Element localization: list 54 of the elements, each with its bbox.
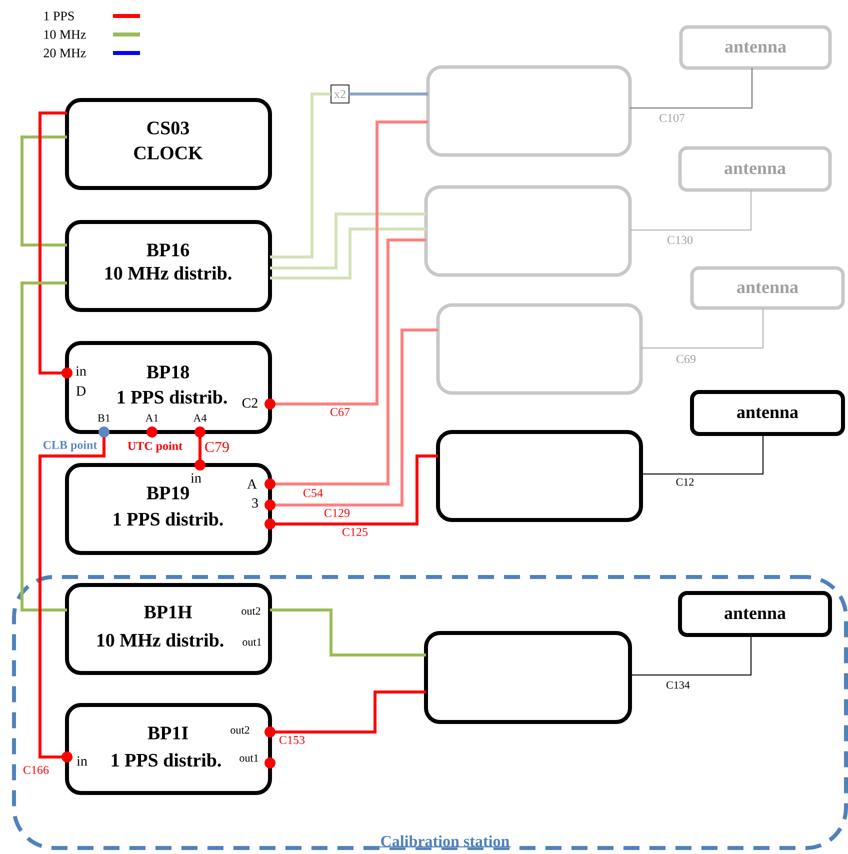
edge-label: C130 bbox=[667, 236, 693, 244]
cable bbox=[270, 212, 426, 270]
device-box: CS03 CLOCK bbox=[65, 98, 272, 190]
edge-label: C69 bbox=[676, 354, 696, 364]
legend-label: 10 MHz bbox=[44, 30, 86, 39]
point-label: CLB point bbox=[43, 440, 98, 452]
cable bbox=[640, 308, 764, 348]
edge-label: C67 bbox=[330, 408, 350, 416]
device-box bbox=[426, 65, 632, 157]
legend-label: 20 MHz bbox=[44, 48, 86, 58]
device-box bbox=[436, 303, 643, 395]
edge-label: C134 bbox=[666, 681, 690, 689]
antenna-box: antenna bbox=[690, 266, 845, 310]
device-box: in BP18 D 1 PPS distrib. C2 B1 A1 A4 bbox=[65, 341, 272, 434]
cable bbox=[264, 690, 426, 738]
device-box bbox=[436, 430, 643, 522]
device-box: BP1I out2 in 1 PPS distrib. out1 bbox=[65, 703, 272, 795]
edge-label: C129 bbox=[324, 508, 350, 518]
cable bbox=[630, 190, 752, 230]
antenna-box: antenna bbox=[678, 146, 832, 192]
cable bbox=[38, 112, 72, 378]
edge-label: C107 bbox=[659, 114, 685, 122]
device-box: in A BP19 3 1 PPS distrib. bbox=[65, 463, 272, 555]
antenna-box: antenna bbox=[679, 25, 832, 70]
cable bbox=[264, 120, 428, 410]
edge-label: C12 bbox=[676, 478, 694, 486]
cable bbox=[264, 328, 438, 510]
cable bbox=[270, 92, 331, 258]
cable bbox=[20, 136, 67, 246]
cable bbox=[640, 434, 764, 474]
device-box bbox=[424, 185, 632, 277]
edge-label: C153 bbox=[279, 736, 305, 744]
cable bbox=[20, 282, 67, 612]
cable bbox=[264, 238, 426, 490]
point-label: UTC point bbox=[128, 442, 182, 452]
edge-label: C166 bbox=[23, 766, 49, 774]
edge-label: C79 bbox=[205, 442, 229, 452]
cable bbox=[630, 634, 752, 676]
cable bbox=[38, 426, 110, 762]
cable bbox=[270, 228, 426, 280]
antenna-box: antenna bbox=[678, 591, 832, 637]
multiplier-box: x2 bbox=[330, 84, 350, 104]
cable bbox=[270, 608, 426, 656]
device-box: BP16 10 MHz distrib. bbox=[65, 220, 272, 312]
antenna-box: antenna bbox=[690, 390, 845, 436]
cable bbox=[264, 454, 438, 530]
device-box bbox=[424, 631, 632, 724]
cable bbox=[194, 426, 206, 470]
device-box: BP1H out2 10 MHz distrib. out1 bbox=[65, 583, 272, 675]
legend-label: 1 PPS bbox=[44, 12, 74, 20]
edge-label: C54 bbox=[303, 488, 323, 498]
edge-label: C125 bbox=[342, 528, 368, 536]
cable bbox=[630, 68, 752, 108]
cable bbox=[349, 92, 428, 96]
